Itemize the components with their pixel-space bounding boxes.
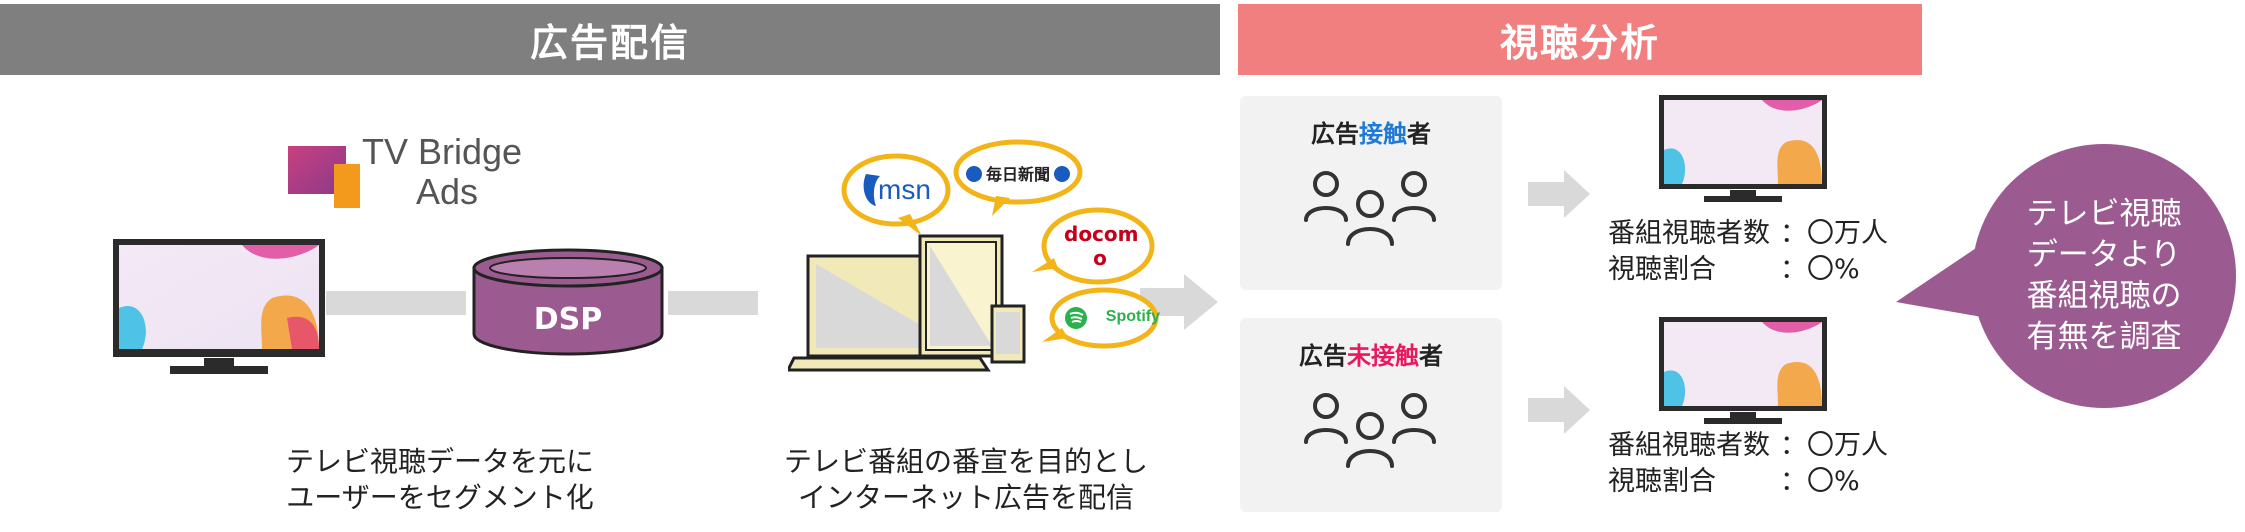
dsp-database-icon [472, 248, 664, 356]
delivery-caption: テレビ番組の番宣を目的とし インターネット広告を配信 [736, 444, 1196, 516]
logo-text-ads: Ads [416, 171, 479, 212]
section-header-ad-delivery-label: 広告配信 [529, 21, 690, 65]
segment-caption: テレビ視聴データを元に ユーザーをセグメント化 [220, 444, 660, 516]
panel-ad-unexposed: 広告未接触者 [1240, 318, 1502, 512]
callout-line3: 番組視聴の [2026, 278, 2182, 314]
stats-unexposed: 番組視聴者数 ：〇万人 視聴割合 ：〇% [1608, 428, 1888, 500]
section-header-ad-delivery: 広告配信 [0, 4, 1220, 75]
stat-ratio-value: ：〇% [1780, 254, 1860, 285]
stat-viewers-label: 番組視聴者数 [1608, 430, 1770, 461]
spotify-bubble [1042, 287, 1159, 349]
docomo-bubble [1032, 207, 1155, 285]
stat-ratio-value: ：〇% [1780, 466, 1860, 497]
callout-line4: 有無を調査 [2026, 319, 2182, 355]
delivery-caption-line2: インターネット広告を配信 [797, 481, 1134, 514]
callout-line2: データより [2026, 237, 2182, 273]
people-group-icon [1304, 393, 1436, 468]
mainichi-logo-text: 毎日新聞 [986, 165, 1051, 184]
stat-viewers-value: ：〇万人 [1780, 430, 1888, 461]
tv-monitor-icon [113, 239, 325, 374]
stat-ratio-label: 視聴割合 [1608, 466, 1716, 497]
spotify-logo-text: Spotify [1105, 308, 1160, 325]
arrow-right-icon [1528, 386, 1590, 434]
msn-bubble [841, 153, 951, 234]
people-group-icon [1304, 171, 1436, 246]
callout-circle: テレビ視聴 データより 番組視聴の 有無を調査 [1972, 144, 2236, 408]
mainichi-bubble [953, 139, 1083, 216]
arrow-right-icon [1528, 170, 1590, 218]
stats-exposed: 番組視聴者数 ：〇万人 視聴割合 ：〇% [1608, 216, 1888, 288]
tv-monitor-icon [1659, 95, 1827, 202]
docomo-line2: o [1093, 246, 1107, 270]
stat-viewers-label: 番組視聴者数 [1608, 218, 1770, 249]
panel-ad-unexposed-title: 広告未接触者 [1299, 342, 1443, 370]
docomo-line1: docom [1064, 222, 1139, 246]
arrow-right-icon [1140, 274, 1218, 330]
panel-ad-exposed: 広告接触者 [1240, 96, 1502, 290]
tv-bridge-logo-mark [288, 146, 360, 208]
segment-caption-line2: ユーザーをセグメント化 [286, 481, 594, 514]
section-header-viewing-analysis-label: 視聴分析 [1499, 21, 1660, 65]
devices-icon [788, 234, 1026, 372]
section-header-viewing-analysis: 視聴分析 [1238, 4, 1922, 75]
docomo-logo-text: docom o [1064, 222, 1139, 270]
dsp-label: DSP [533, 302, 603, 337]
callout-line1: テレビ視聴 [2026, 196, 2182, 232]
panel-ad-exposed-title: 広告接触者 [1311, 120, 1431, 148]
logo-text-tv-bridge: TV Bridge [362, 131, 523, 172]
connector-bar [668, 291, 758, 315]
tv-monitor-icon [1659, 317, 1827, 424]
callout-pointer [1896, 240, 1988, 318]
connector-bar [326, 291, 466, 315]
stat-viewers-value: ：〇万人 [1780, 218, 1888, 249]
segment-caption-line1: テレビ視聴データを元に [285, 445, 594, 478]
stat-ratio-label: 視聴割合 [1608, 254, 1716, 285]
delivery-caption-line1: テレビ番組の番宣を目的とし [783, 445, 1148, 478]
msn-logo-text: msn [878, 174, 931, 205]
